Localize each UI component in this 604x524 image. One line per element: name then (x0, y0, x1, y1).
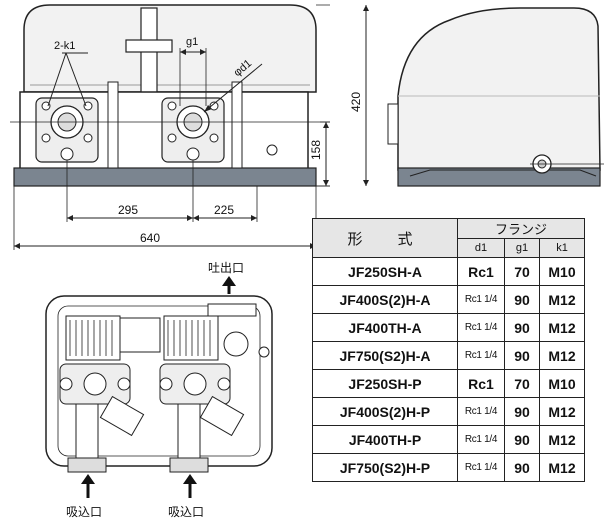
cell-model: JF250SH-P (312, 369, 458, 398)
cell-model: JF400S(2)H-P (312, 397, 458, 426)
cell-model: JF750(S2)H-P (312, 453, 458, 482)
cell-model: JF400TH-A (312, 313, 458, 342)
pump-base (13, 167, 317, 187)
cell-d1: Rc1 1/4 (457, 341, 505, 370)
cell-d1: Rc1 1/4 (457, 285, 505, 314)
cell-k1: M12 (539, 341, 585, 370)
plan-motor-right (163, 315, 219, 361)
plan-inlet-pipe-left (75, 403, 99, 463)
right-pump-unit (161, 97, 225, 163)
label-outlet: 吐出口 (208, 261, 244, 275)
cell-g1: 90 (504, 341, 540, 370)
cell-g1: 70 (504, 369, 540, 398)
plan-pump-left (59, 363, 145, 437)
cell-g1: 90 (504, 453, 540, 482)
cell-d1: Rc1 1/4 (457, 313, 505, 342)
table-row: JF400TH-A Rc1 1/4 90 M12 (312, 313, 585, 342)
cell-d1: Rc1 (457, 257, 505, 286)
cell-k1: M12 (539, 313, 585, 342)
plan-motor-left (65, 315, 121, 361)
table-row: JF750(S2)H-P Rc1 1/4 90 M12 (312, 453, 585, 482)
header-flange: フランジ (457, 218, 585, 239)
cell-d1: Rc1 (457, 369, 505, 398)
header-g1: g1 (504, 238, 540, 258)
cell-k1: M12 (539, 285, 585, 314)
table-row: JF250SH-A Rc1 70 M10 (312, 257, 585, 286)
cell-d1: Rc1 1/4 (457, 397, 505, 426)
cell-d1: Rc1 1/4 (457, 453, 505, 482)
cell-g1: 90 (504, 313, 540, 342)
table-row: JF400TH-P Rc1 1/4 90 M12 (312, 425, 585, 454)
cell-model: JF400TH-P (312, 425, 458, 454)
side-port (532, 154, 552, 174)
cell-k1: M12 (539, 425, 585, 454)
table-row: JF750(S2)H-A Rc1 1/4 90 M12 (312, 341, 585, 370)
side-base (397, 167, 601, 187)
cell-g1: 90 (504, 285, 540, 314)
table-row: JF400S(2)H-A Rc1 1/4 90 M12 (312, 285, 585, 314)
table-row: JF250SH-P Rc1 70 M10 (312, 369, 585, 398)
cell-k1: M10 (539, 369, 585, 398)
plan-pump-right (159, 363, 245, 437)
cell-model: JF750(S2)H-A (312, 341, 458, 370)
cell-model: JF250SH-A (312, 257, 458, 286)
cell-g1: 70 (504, 257, 540, 286)
cell-k1: M10 (539, 257, 585, 286)
cell-k1: M12 (539, 453, 585, 482)
dim-spacing-left: 295 (118, 203, 138, 217)
dim-outlet-height: 158 (309, 140, 323, 160)
spec-table: 形 式 フランジ d1 g1 k1 JF250SH-A Rc1 70 M10 J… (312, 218, 585, 482)
cell-d1: Rc1 1/4 (457, 425, 505, 454)
callout-g1: g1 (186, 36, 198, 48)
header-k1: k1 (539, 238, 585, 258)
dim-total-height: 420 (349, 92, 363, 112)
plan-inlet-pipe-right (177, 403, 201, 463)
header-model: 形 式 (312, 218, 458, 258)
dim-total-width: 640 (140, 231, 160, 245)
label-inlet-left: 吸込口 (66, 505, 102, 519)
front-view-drawing: 2-k1 g1 φd1 158 295 225 640 (10, 4, 330, 250)
left-pump-unit (35, 97, 99, 163)
plan-frame (45, 295, 273, 467)
dim-spacing-right: 225 (214, 203, 234, 217)
label-inlet-right: 吸込口 (168, 505, 204, 519)
side-cover (397, 7, 601, 171)
header-d1: d1 (457, 238, 505, 258)
cell-g1: 90 (504, 397, 540, 426)
cell-g1: 90 (504, 425, 540, 454)
cell-model: JF400S(2)H-A (312, 285, 458, 314)
callout-k1: 2-k1 (54, 40, 75, 52)
cell-k1: M12 (539, 397, 585, 426)
table-row: JF400S(2)H-P Rc1 1/4 90 M12 (312, 397, 585, 426)
